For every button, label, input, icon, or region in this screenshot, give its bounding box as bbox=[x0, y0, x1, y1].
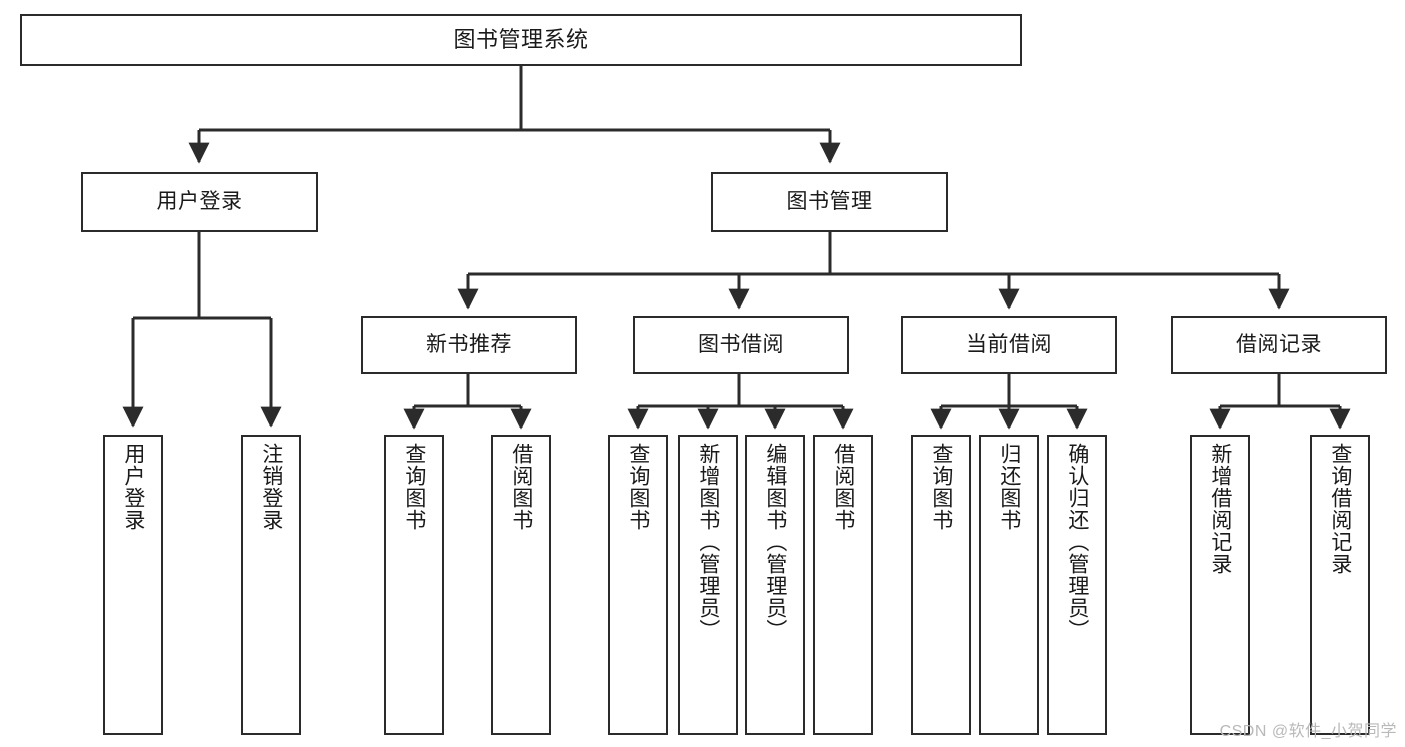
node-leaf-add-book[interactable]: 新增图书（管理员） bbox=[678, 435, 738, 735]
node-label: 借阅图书 bbox=[831, 443, 855, 531]
node-label: 查询借阅记录 bbox=[1328, 443, 1352, 575]
node-label: 查询图书 bbox=[626, 443, 650, 531]
node-label: 借阅记录 bbox=[1236, 333, 1322, 357]
node-label: 新增图书（管理员） bbox=[696, 443, 720, 641]
node-label: 当前借阅 bbox=[966, 333, 1052, 357]
node-label: 新书推荐 bbox=[426, 333, 512, 357]
node-leaf-query-book-3[interactable]: 查询图书 bbox=[911, 435, 971, 735]
node-book-management[interactable]: 图书管理 bbox=[711, 172, 948, 232]
node-leaf-borrow-book-2[interactable]: 借阅图书 bbox=[813, 435, 873, 735]
node-label: 用户登录 bbox=[121, 443, 145, 531]
node-label: 图书借阅 bbox=[698, 333, 784, 357]
node-label: 注销登录 bbox=[259, 443, 283, 531]
node-leaf-confirm-return[interactable]: 确认归还（管理员） bbox=[1047, 435, 1107, 735]
node-label: 新增借阅记录 bbox=[1208, 443, 1232, 575]
node-label: 借阅图书 bbox=[509, 443, 533, 531]
node-label: 图书管理 bbox=[786, 190, 873, 214]
node-label: 归还图书 bbox=[997, 443, 1021, 531]
node-root-book-management-system[interactable]: 图书管理系统 bbox=[20, 14, 1022, 66]
node-book-borrow[interactable]: 图书借阅 bbox=[633, 316, 849, 374]
node-leaf-logout-login[interactable]: 注销登录 bbox=[241, 435, 301, 735]
node-label: 编辑图书（管理员） bbox=[763, 443, 787, 641]
node-leaf-query-record[interactable]: 查询借阅记录 bbox=[1310, 435, 1370, 735]
node-leaf-return-book[interactable]: 归还图书 bbox=[979, 435, 1039, 735]
node-leaf-edit-book[interactable]: 编辑图书（管理员） bbox=[745, 435, 805, 735]
node-leaf-borrow-book-1[interactable]: 借阅图书 bbox=[491, 435, 551, 735]
csdn-watermark: CSDN @软件_小贺同学 bbox=[1219, 723, 1397, 740]
node-borrow-record[interactable]: 借阅记录 bbox=[1171, 316, 1387, 374]
node-user-login[interactable]: 用户登录 bbox=[81, 172, 318, 232]
node-leaf-query-book-2[interactable]: 查询图书 bbox=[608, 435, 668, 735]
node-leaf-add-record[interactable]: 新增借阅记录 bbox=[1190, 435, 1250, 735]
node-label: 查询图书 bbox=[929, 443, 953, 531]
node-label: 查询图书 bbox=[402, 443, 426, 531]
node-label: 图书管理系统 bbox=[453, 26, 589, 52]
node-label: 用户登录 bbox=[156, 190, 243, 214]
node-leaf-query-book-1[interactable]: 查询图书 bbox=[384, 435, 444, 735]
node-label: 确认归还（管理员） bbox=[1065, 443, 1089, 641]
node-current-borrow[interactable]: 当前借阅 bbox=[901, 316, 1117, 374]
node-leaf-user-login[interactable]: 用户登录 bbox=[103, 435, 163, 735]
node-new-book-recommend[interactable]: 新书推荐 bbox=[361, 316, 577, 374]
